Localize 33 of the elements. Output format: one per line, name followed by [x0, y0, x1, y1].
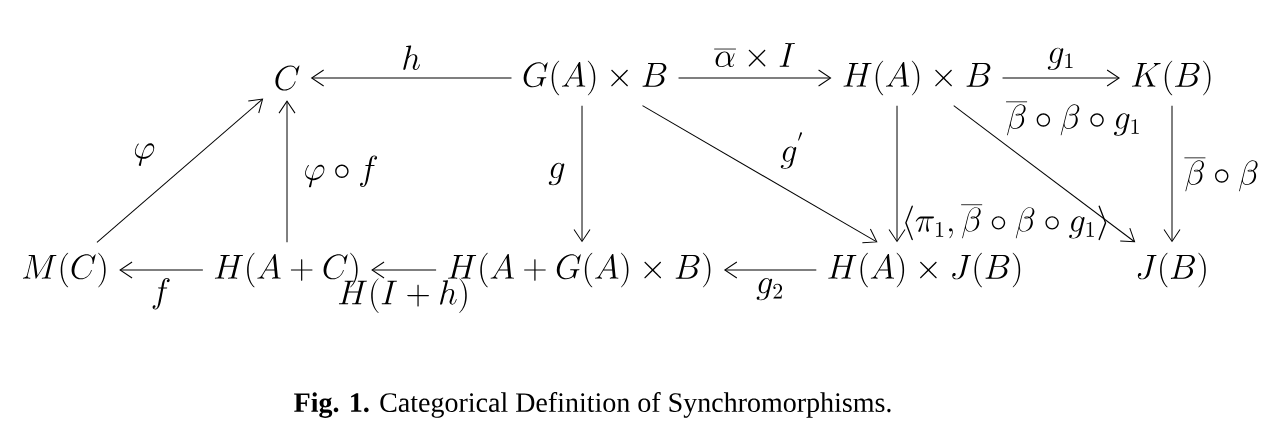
edge-label: $g_2$	[756, 278, 783, 301]
math-term: $G(A)\times B$	[523, 60, 667, 96]
arrow	[642, 105, 878, 244]
arrow	[678, 69, 832, 87]
arrow	[888, 105, 906, 242]
arrow	[371, 261, 437, 279]
edge-label: $g_1$	[1047, 47, 1073, 70]
arrow	[1002, 69, 1120, 87]
math-term: $C$	[275, 65, 300, 91]
arrow	[953, 105, 1136, 243]
edge-label: $\langle\pi_1,\overline{\beta}\circ\beta\circ g_1\rangle$	[905, 204, 1107, 241]
arrow	[278, 100, 296, 243]
math-term: $M(C)$	[22, 252, 106, 288]
math-term: $K(B)$	[1132, 60, 1211, 96]
edge-label: $\varphi\circ f$	[305, 155, 378, 188]
edge-label: $f$	[152, 278, 170, 310]
edge-label: $\overline{\beta}\circ\beta\circ g_1$	[1006, 101, 1139, 136]
arrow	[311, 69, 512, 87]
edge-label: $g^{'}$	[780, 132, 802, 169]
arrow	[1163, 105, 1181, 242]
caption: Fig. 1. Categorical Definition of Synchromorphisms.	[294, 392, 891, 418]
edge-label: $\overline{\beta}\circ\beta$	[1184, 157, 1258, 192]
math-term: $H(A)\times J(B)$	[828, 252, 1021, 288]
edge-label: $h$	[403, 45, 420, 70]
arrow	[119, 261, 204, 279]
math-term: $H(A)\times B$	[843, 60, 991, 96]
math-term: $J(B)$	[1137, 252, 1206, 288]
edge-label: $g$	[548, 162, 565, 186]
edge-label: $\overline{\alpha}\times I$	[714, 43, 795, 68]
arrow	[573, 105, 591, 242]
arrow	[96, 98, 264, 243]
edge-label: $\varphi$	[134, 143, 155, 166]
arrow	[724, 261, 817, 279]
